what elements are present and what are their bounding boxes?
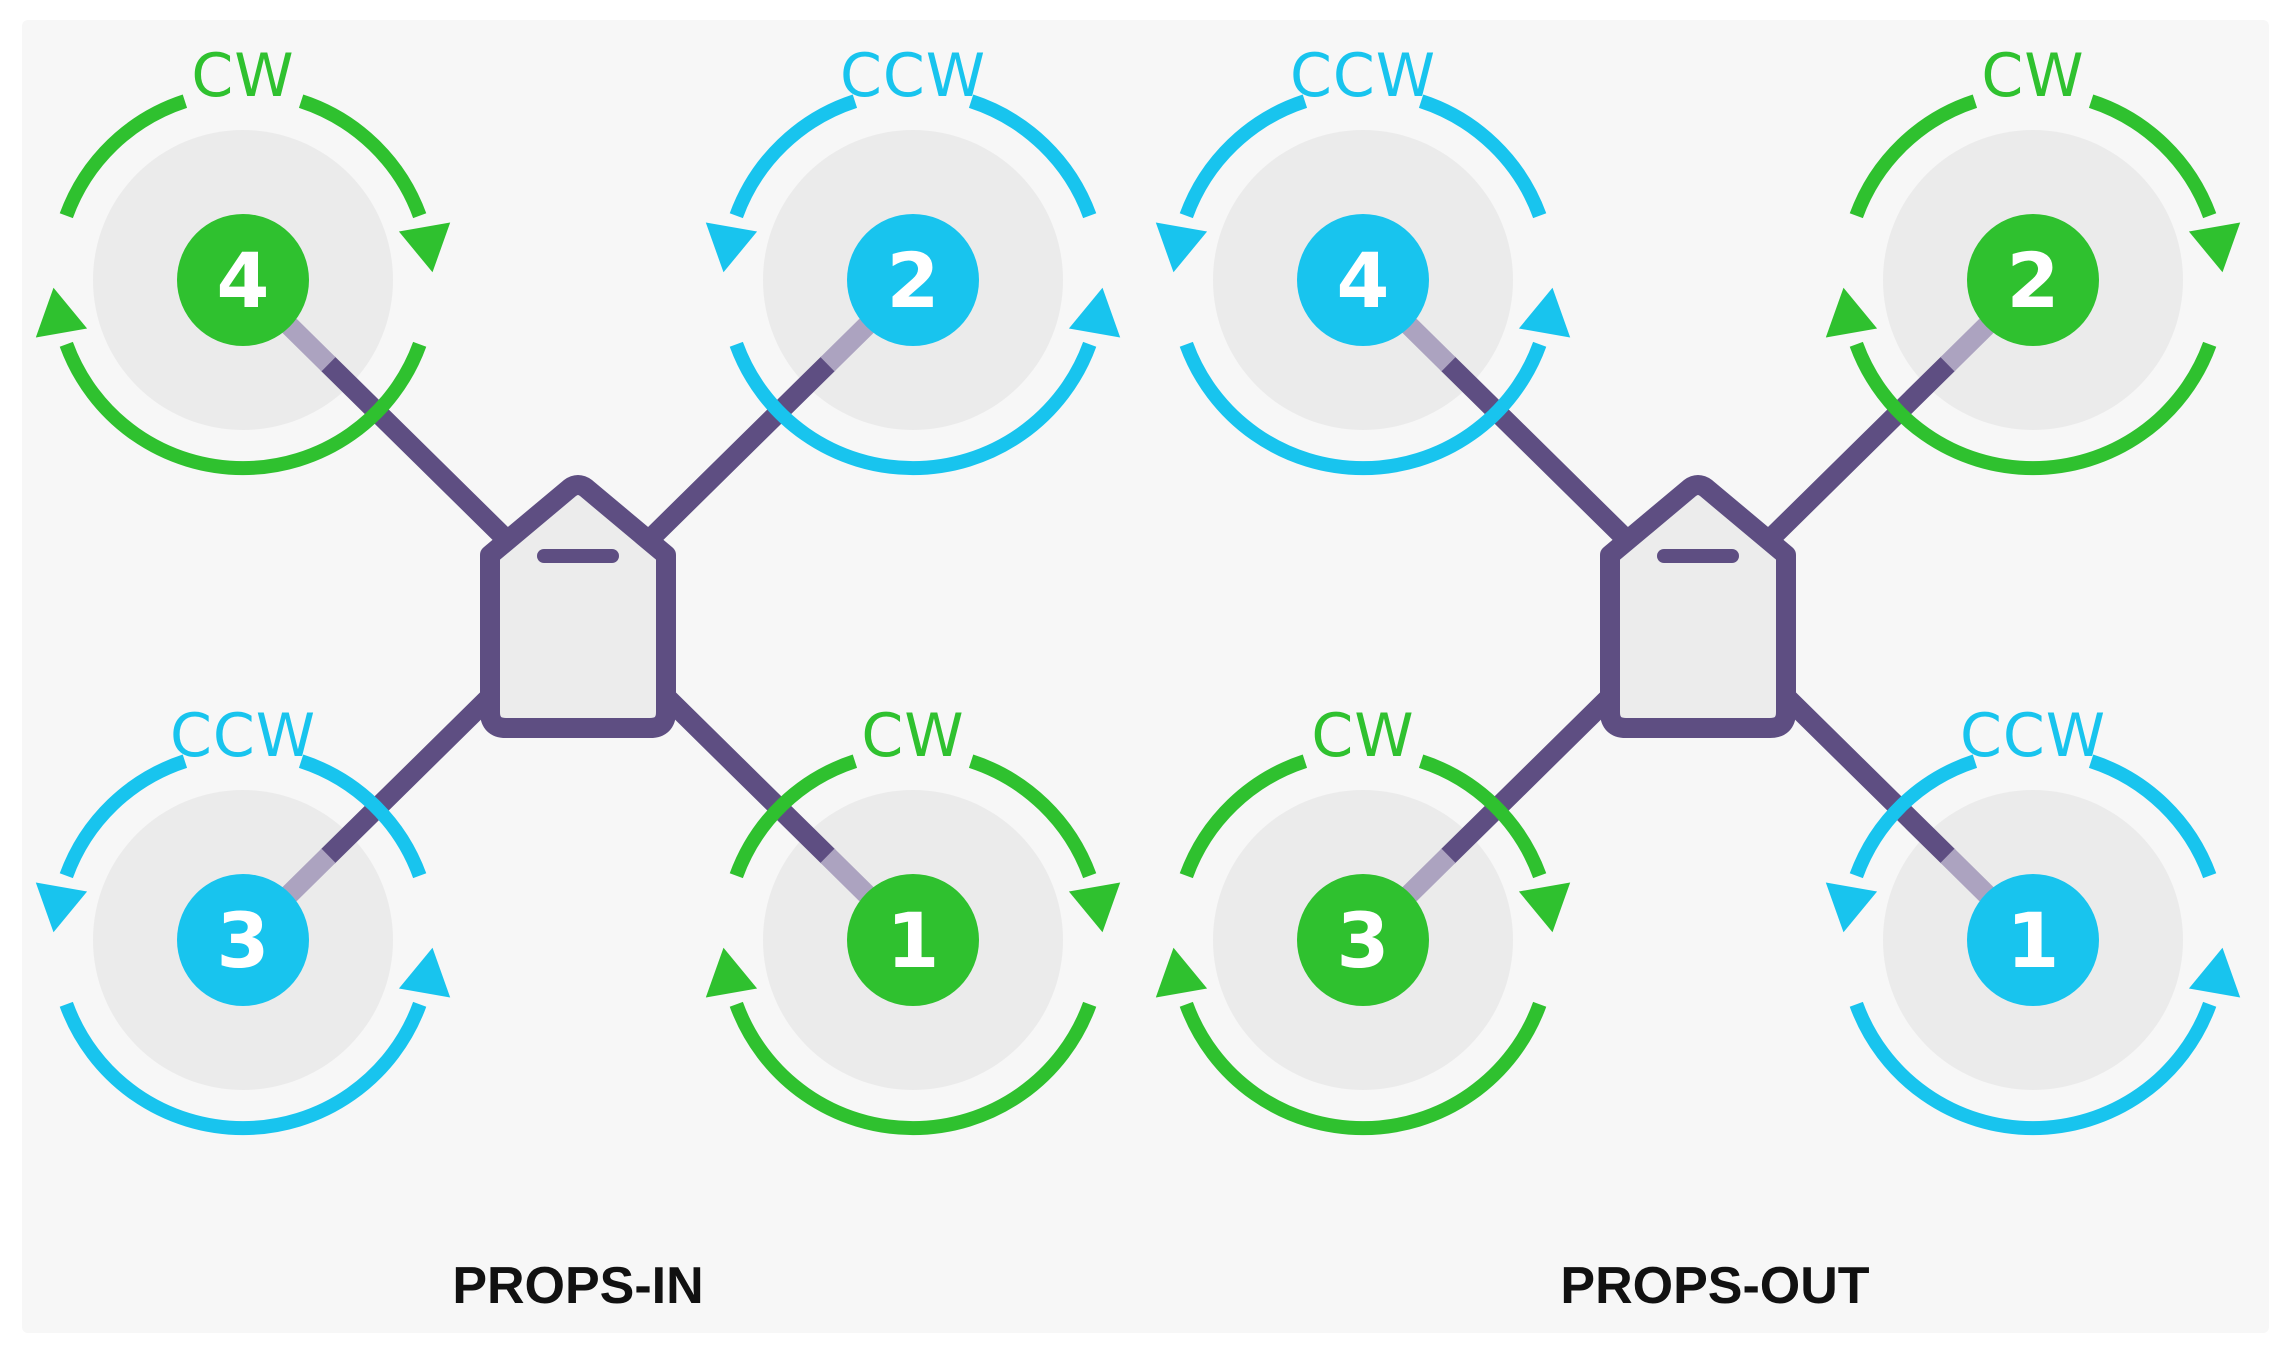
motor-3: 3 CCW: [35, 701, 451, 1136]
motor-number: 2: [2007, 236, 2060, 325]
rotation-arrowhead-icon: [398, 947, 451, 998]
rotation-arrowhead-icon: [1068, 287, 1121, 338]
rotation-arc: [1849, 341, 2217, 476]
motor-number: 1: [2007, 896, 2060, 985]
rotation-arrowhead-icon: [1068, 882, 1121, 933]
rotation-arrowhead-icon: [2188, 947, 2241, 998]
rotation-arrowhead-icon: [1518, 882, 1571, 933]
rotation-arc: [59, 94, 188, 219]
motor-hub: [1297, 874, 1429, 1006]
rotation-label: CCW: [170, 701, 316, 771]
rotation-arc: [968, 754, 1097, 879]
motor-number: 1: [887, 896, 940, 985]
rotation-arc: [729, 341, 1097, 476]
rotation-arrowhead-icon: [35, 882, 88, 933]
motor-2: 2 CW: [1825, 41, 2241, 476]
rotation-arc: [1179, 1001, 1547, 1136]
rotation-label: CW: [1311, 701, 1414, 771]
rotation-arc: [1418, 94, 1547, 219]
motor-hub: [847, 874, 979, 1006]
motor-hub: [177, 874, 309, 1006]
rotation-arc: [1418, 754, 1547, 879]
config-label: PROPS-IN: [452, 1257, 703, 1315]
rotation-arc: [1179, 341, 1547, 476]
rotation-arrowhead-icon: [398, 222, 451, 273]
rotation-arrowhead-icon: [1155, 947, 1208, 998]
rotation-arc: [59, 1001, 427, 1136]
motor-1: 1 CCW: [1825, 701, 2241, 1136]
rotation-arc: [59, 754, 188, 879]
motor-hub: [1297, 214, 1429, 346]
rotation-arc: [1849, 94, 1978, 219]
motor-hub: [1967, 214, 2099, 346]
rotation-arc: [298, 94, 427, 219]
motor-3: 3 CW: [1155, 701, 1571, 1136]
rotation-arrowhead-icon: [35, 287, 88, 338]
rotation-arrowhead-icon: [1825, 287, 1878, 338]
rotation-arc: [59, 341, 427, 476]
rotation-arc: [729, 94, 858, 219]
motor-4: 4 CW: [35, 41, 451, 476]
rotation-label: CW: [1981, 41, 2084, 111]
rotation-arc: [1179, 94, 1308, 219]
motor-number: 2: [887, 236, 940, 325]
rotation-arc: [729, 754, 858, 879]
rotation-arc: [2088, 754, 2217, 879]
rotation-arrowhead-icon: [705, 222, 758, 273]
rotation-arrowhead-icon: [1155, 222, 1208, 273]
motor-number: 4: [217, 236, 270, 325]
rotation-arrowhead-icon: [1825, 882, 1878, 933]
flight-controller-body: [1600, 475, 1796, 738]
rotation-label: CW: [861, 701, 964, 771]
motor-number: 4: [1337, 236, 1390, 325]
motor-number: 3: [1337, 896, 1390, 985]
diagram-background: [22, 20, 2269, 1333]
motor-hub: [1967, 874, 2099, 1006]
rotation-arc: [298, 754, 427, 879]
rotation-arrowhead-icon: [2188, 222, 2241, 273]
motor-1: 1 CW: [705, 701, 1121, 1136]
motor-4: 4 CCW: [1155, 41, 1571, 476]
motor-hub: [177, 214, 309, 346]
rotation-arc: [2088, 94, 2217, 219]
config-label: PROPS-OUT: [1560, 1257, 1869, 1315]
rotation-arrowhead-icon: [705, 947, 758, 998]
rotation-arc: [1179, 754, 1308, 879]
motor-2: 2 CCW: [705, 41, 1121, 476]
rotation-label: CW: [191, 41, 294, 111]
rotation-arc: [1849, 754, 1978, 879]
rotation-label: CCW: [840, 41, 986, 111]
rotation-label: CCW: [1960, 701, 2106, 771]
rotation-arc: [1849, 1001, 2217, 1136]
rotation-label: CCW: [1290, 41, 1436, 111]
flight-controller-body: [480, 475, 676, 738]
motor-number: 3: [217, 896, 270, 985]
rotation-arc: [968, 94, 1097, 219]
rotation-arrowhead-icon: [1518, 287, 1571, 338]
rotation-arc: [729, 1001, 1097, 1136]
motor-hub: [847, 214, 979, 346]
